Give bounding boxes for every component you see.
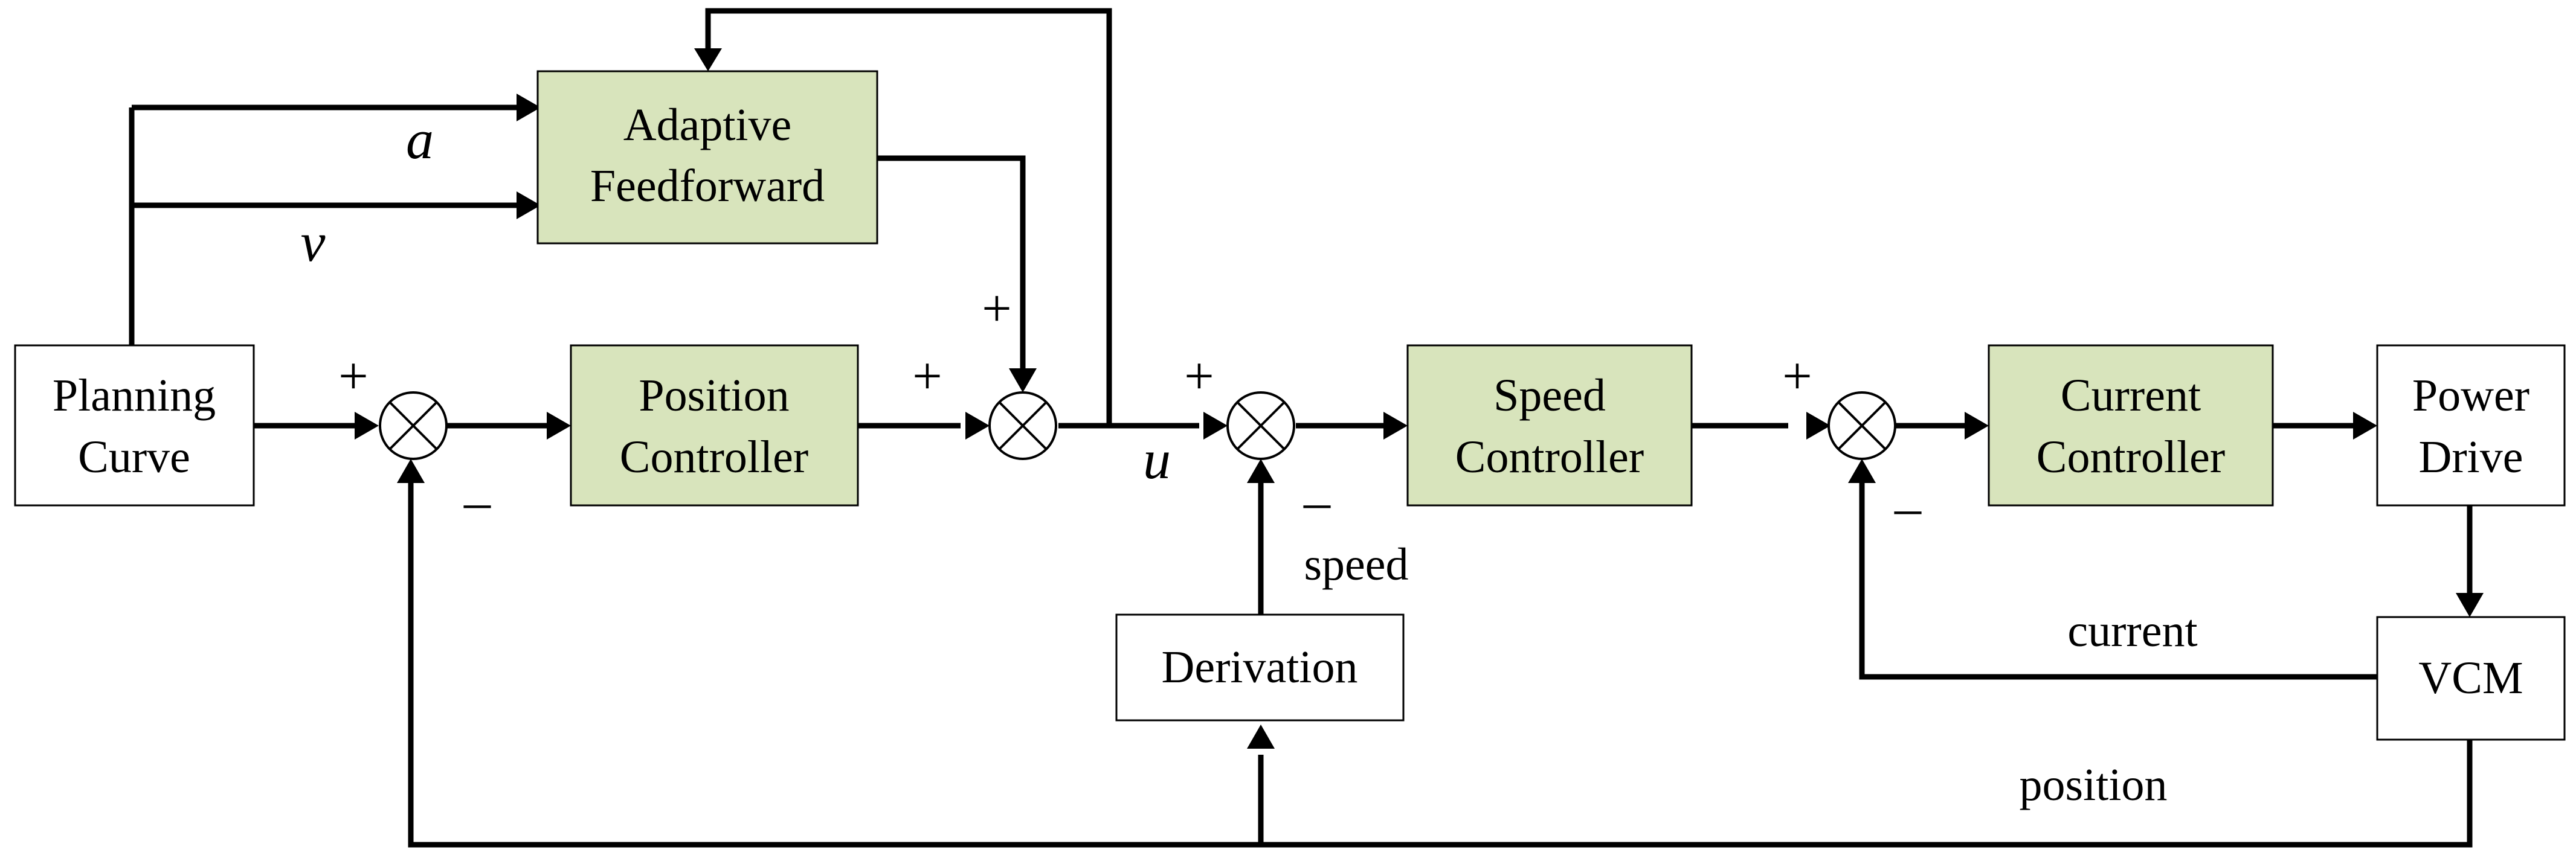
- signal-labels: a v u speed current position: [301, 109, 2198, 810]
- block-power-drive: Power Drive: [2376, 344, 2566, 507]
- arrow-speed-ctrl-in: [1383, 412, 1408, 440]
- arrow-position-ctrl-in: [547, 412, 571, 440]
- block-position-controller: Position Controller: [570, 344, 859, 507]
- arrow-v: [517, 191, 541, 219]
- block-label: Controller: [1455, 432, 1644, 482]
- block-label: Current: [2061, 370, 2201, 421]
- block-label: Controller: [2037, 432, 2225, 482]
- arrow-a: [517, 94, 541, 121]
- junction-signs: + – + + + – + –: [338, 280, 1922, 537]
- signal-label-current: current: [2067, 606, 2197, 656]
- block-label: VCM: [2418, 653, 2523, 703]
- arrow-sum4-in: [1806, 412, 1831, 440]
- sum1-minus-sign: –: [463, 473, 491, 531]
- arrowheads: [355, 48, 2484, 749]
- signal-label-v: v: [301, 211, 326, 273]
- arrow-sum4-bottom-in: [1848, 459, 1876, 483]
- wire-current-feedback: [1859, 480, 2377, 680]
- wire-feedforward-to-sum2: [877, 155, 1026, 368]
- block-label: Drive: [2418, 432, 2523, 482]
- block-vcm: VCM: [2376, 616, 2566, 741]
- signal-label-a: a: [406, 109, 434, 170]
- block-label: Derivation: [1161, 642, 1357, 693]
- sum4-plus-sign: +: [1782, 347, 1812, 406]
- signal-label-position: position: [2020, 760, 2168, 810]
- block-label: Speed: [1493, 370, 1606, 421]
- arrow-vcm-in: [2456, 593, 2484, 617]
- sum2-plus-sign-top: +: [982, 280, 1012, 338]
- block-label: Planning: [53, 370, 216, 421]
- arrow-derivation-in: [1247, 725, 1275, 749]
- summing-junction-1: [379, 391, 448, 460]
- block-label: Controller: [620, 432, 808, 482]
- wire-position-feedback: [408, 483, 2473, 848]
- arrow-sum3-bottom-in: [1247, 459, 1275, 483]
- block-speed-controller: Speed Controller: [1406, 344, 1693, 507]
- summing-junction-3: [1226, 391, 1295, 460]
- sum3-plus-sign: +: [1184, 347, 1214, 406]
- signal-label-u: u: [1143, 429, 1171, 490]
- sum1-plus-sign: +: [338, 347, 369, 406]
- signal-wires: [129, 8, 2473, 848]
- block-label: Curve: [78, 432, 190, 482]
- block-label: Adaptive: [623, 100, 792, 150]
- block-label: Power: [2412, 370, 2529, 421]
- arrow-sum2-top-in: [1009, 368, 1037, 392]
- block-label: Position: [639, 370, 789, 421]
- arrow-current-ctrl-in: [1965, 412, 1989, 440]
- block-planning-curve: Planning Curve: [14, 344, 255, 507]
- wire-u-to-feedforward: [705, 8, 1112, 426]
- summing-junction-4: [1827, 391, 1896, 460]
- arrow-sum3-in: [1203, 412, 1228, 440]
- arrow-sum1-in: [355, 412, 379, 440]
- sum2-plus-sign-left: +: [912, 347, 942, 406]
- arrow-power-drive-in: [2353, 412, 2377, 440]
- block-derivation: Derivation: [1115, 613, 1405, 722]
- sum4-minus-sign: –: [1894, 479, 1922, 537]
- signal-label-speed: speed: [1304, 539, 1408, 590]
- sum3-minus-sign: –: [1303, 473, 1331, 531]
- block-label: Feedforward: [590, 161, 825, 211]
- summing-junction-2: [988, 391, 1057, 460]
- arrow-sum2-in: [965, 412, 990, 440]
- arrow-feedforward-top-in: [694, 48, 722, 71]
- arrow-sum1-bottom-in: [397, 459, 425, 483]
- block-adaptive-feedforward: Adaptive Feedforward: [536, 70, 878, 245]
- block-current-controller: Current Controller: [1988, 344, 2274, 507]
